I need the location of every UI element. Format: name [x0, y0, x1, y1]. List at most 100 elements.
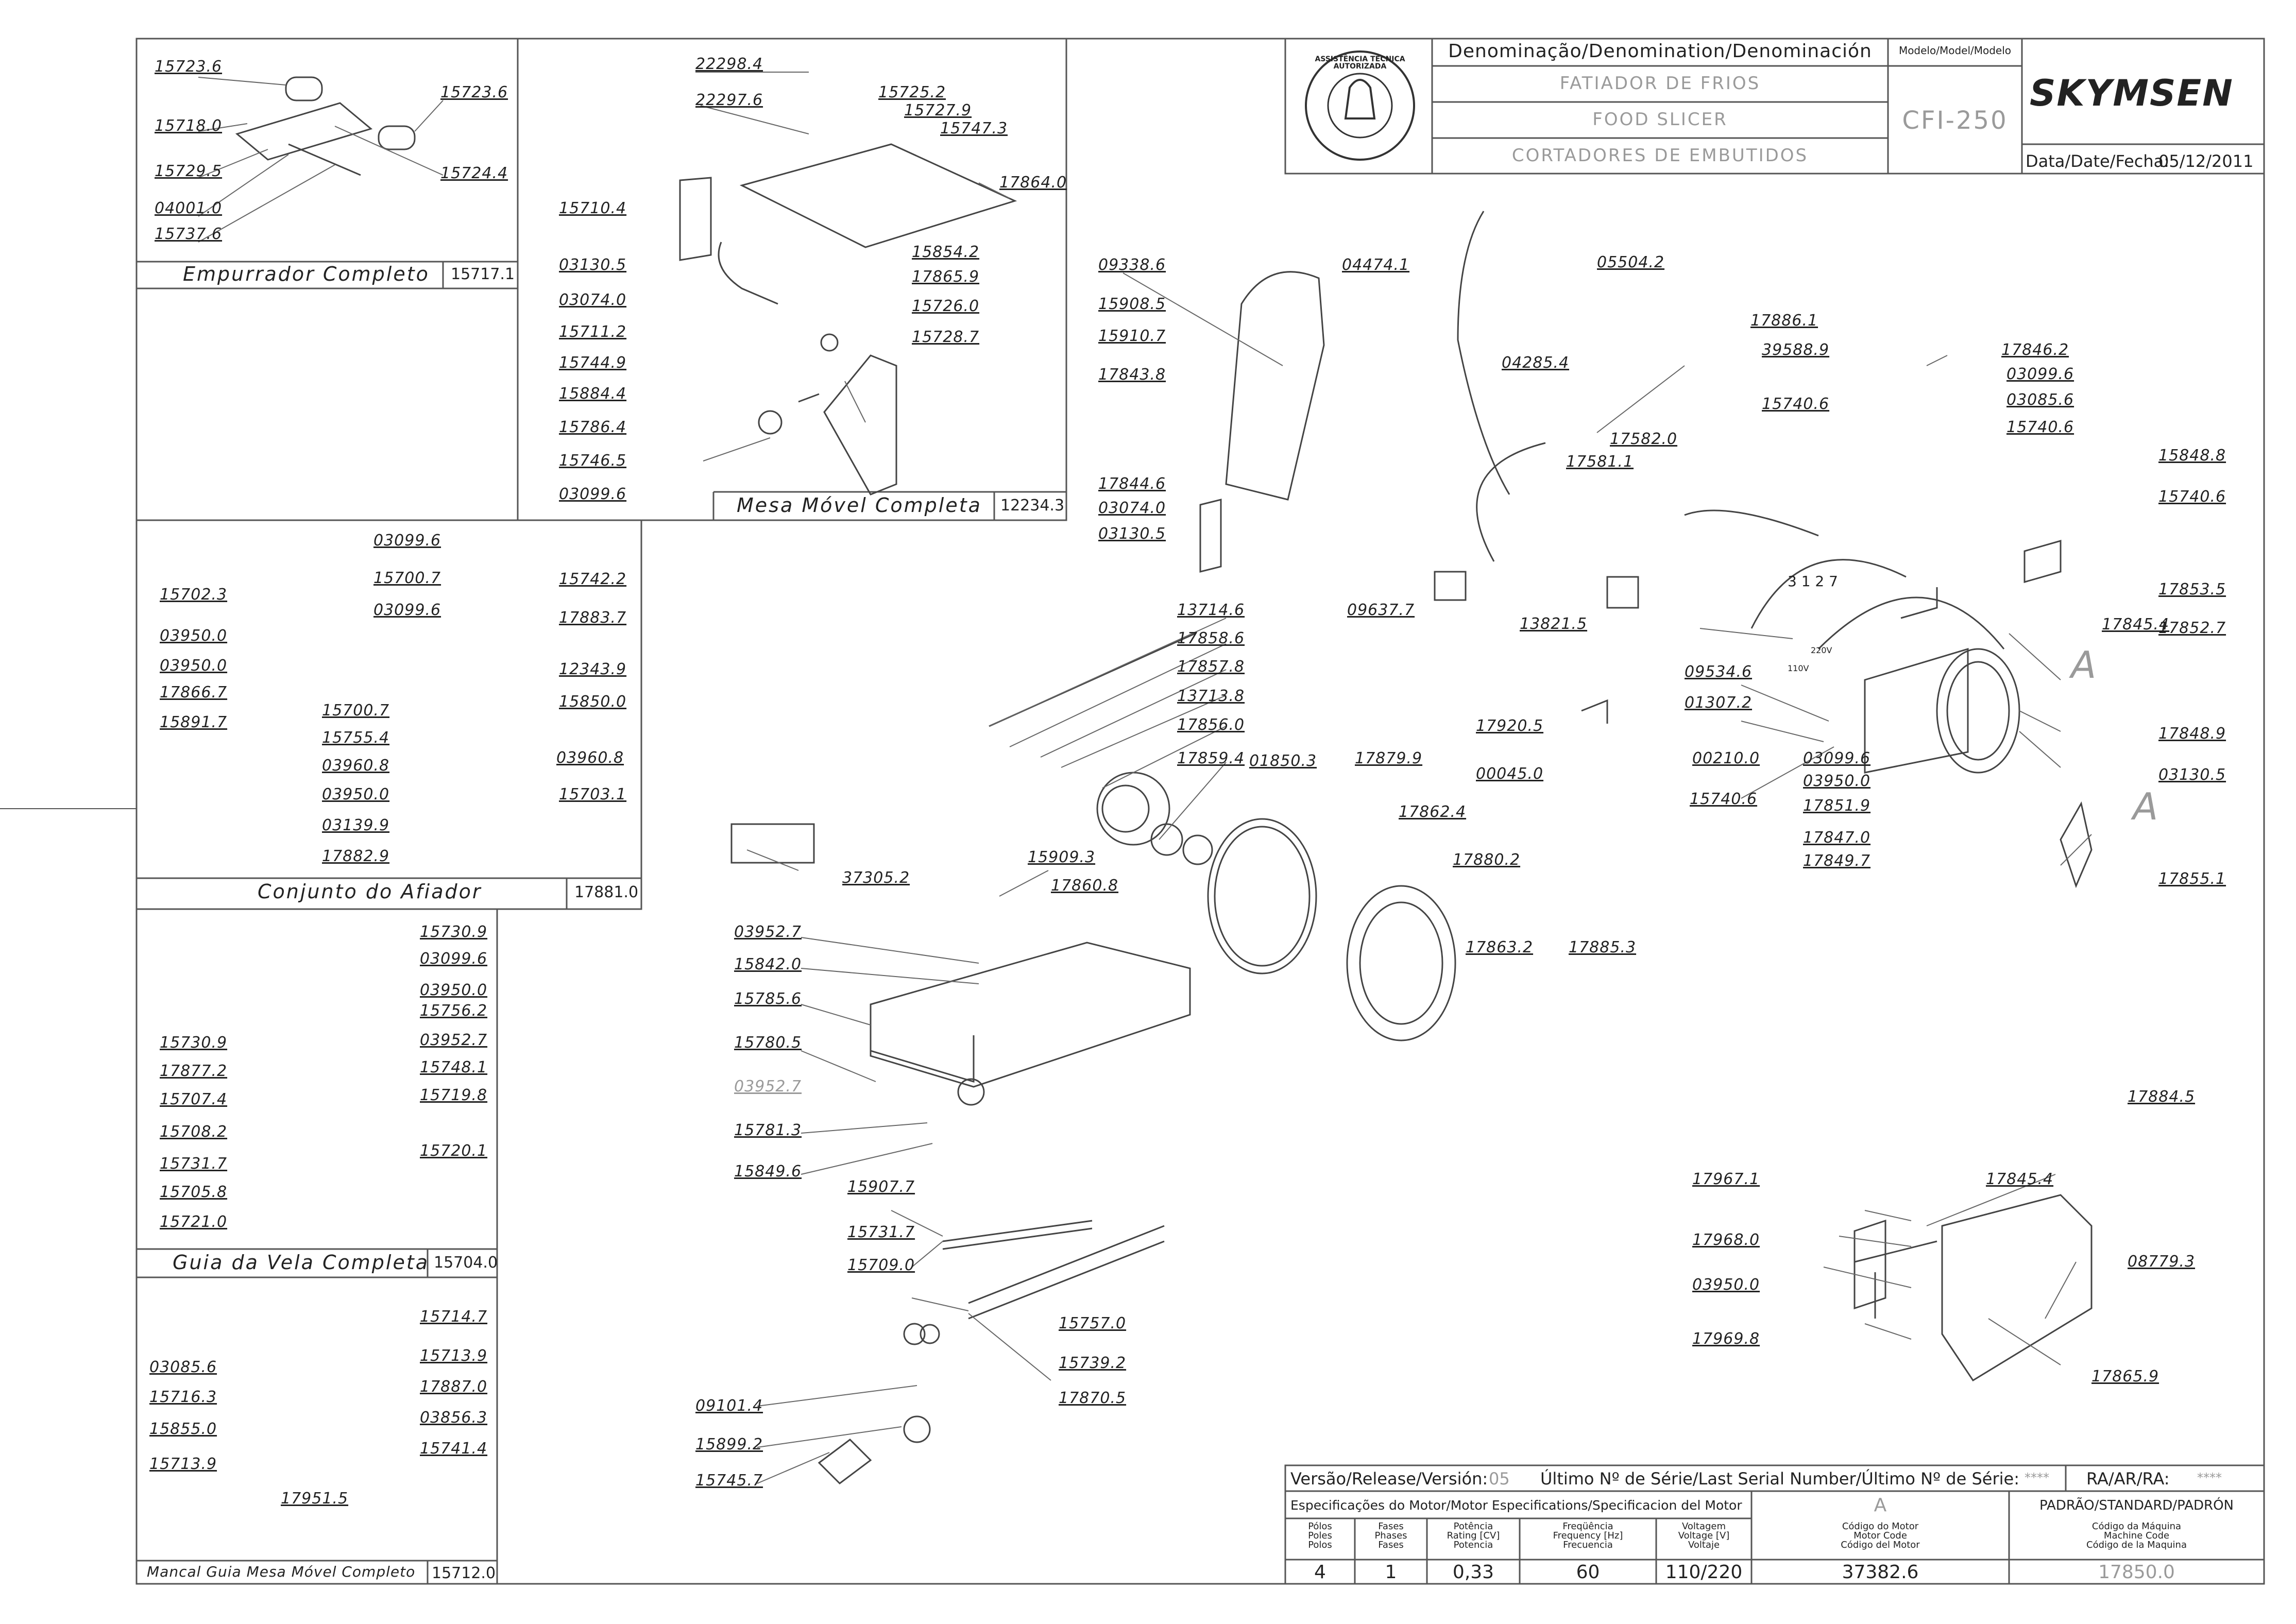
value-rating: 0,33 [1452, 1562, 1494, 1583]
part-label-17879-9: 17879.9 [1355, 749, 1423, 767]
value-phases: 1 [1385, 1562, 1397, 1583]
part-label-15725-2: 15725.2 [878, 83, 946, 101]
brand-logo: SKYMSEN [2030, 72, 2234, 114]
part-label-15710-4: 15710.4 [559, 199, 627, 217]
part-label-17853-5: 17853.5 [2158, 580, 2226, 599]
panel-code-empurrador: 15717.1 [451, 265, 515, 283]
part-label-15908-5: 15908.5 [1098, 295, 1166, 313]
serial-value: **** [2025, 1471, 2049, 1485]
part-label-17969-8: 17969.8 [1692, 1330, 1760, 1348]
part-label-15718-0: 15718.0 [155, 117, 223, 135]
part-label-17887-0: 17887.0 [420, 1378, 488, 1396]
part-label-15854-2: 15854.2 [912, 243, 980, 261]
part-label-15785-6: 15785.6 [734, 990, 802, 1008]
part-label-15741-4: 15741.4 [420, 1440, 488, 1458]
part-label-15891-7: 15891.7 [160, 713, 228, 731]
ra-label: RA/AR/RA: [2086, 1469, 2170, 1489]
part-label-22297-6: 22297.6 [695, 91, 763, 109]
panel-title-mesa: Mesa Móvel Completa [737, 494, 982, 517]
part-label-15786-4: 15786.4 [559, 418, 627, 436]
part-label-15742-2: 15742.2 [559, 570, 627, 588]
version-value: 05 [1489, 1469, 1510, 1489]
model-number: CFI-250 [1902, 106, 2008, 135]
part-label-03960-8: 03960.8 [556, 749, 624, 767]
part-label-15703-1: 15703.1 [559, 785, 627, 804]
part-label-09338-6: 09338.6 [1098, 256, 1166, 274]
part-label-17849-7: 17849.7 [1803, 852, 1871, 870]
part-label-03950-0: 03950.0 [322, 785, 390, 804]
part-label-15740-6: 15740.6 [1762, 395, 1830, 413]
part-label-15907-7: 15907.7 [847, 1178, 915, 1196]
part-label-15850-0: 15850.0 [559, 693, 627, 711]
part-label-15728-7: 15728.7 [912, 328, 980, 346]
part-label-15707-4: 15707.4 [160, 1090, 228, 1108]
part-label-03950-0: 03950.0 [160, 657, 228, 675]
part-label-03950-0: 03950.0 [1692, 1276, 1760, 1294]
name-en: FOOD SLICER [1592, 109, 1728, 130]
part-label-09534-6: 09534.6 [1685, 663, 1753, 681]
part-label-17860-8: 17860.8 [1051, 877, 1119, 895]
part-label-01850-3: 01850.3 [1249, 752, 1317, 770]
panel-code-guia: 15704.0 [434, 1254, 498, 1272]
part-label-15740-6: 15740.6 [2006, 418, 2074, 436]
value-poles: 4 [1314, 1562, 1326, 1583]
part-label-15714-7: 15714.7 [420, 1308, 488, 1326]
part-label-15755-4: 15755.4 [322, 729, 390, 747]
part-label-17582-0: 17582.0 [1610, 430, 1678, 448]
part-label-15727-9: 15727.9 [904, 101, 972, 119]
part-label-17863-2: 17863.2 [1466, 938, 1534, 956]
part-label-04285-4: 04285.4 [1502, 354, 1570, 372]
part-label-17866-7: 17866.7 [160, 683, 228, 702]
motor-spec-label: Especificações do Motor/Motor Especifica… [1290, 1498, 1742, 1513]
voltage-220: 220V [1811, 645, 1832, 655]
part-label-03099-6: 03099.6 [559, 485, 627, 503]
part-label-03139-9: 03139.9 [322, 816, 390, 834]
part-label-15748-1: 15748.1 [420, 1058, 488, 1076]
part-label-15740-6: 15740.6 [2158, 488, 2226, 506]
part-label-15849-6: 15849.6 [734, 1163, 802, 1181]
part-label-15740-6: 15740.6 [1690, 790, 1758, 808]
value-machine-code: 17850.0 [2098, 1562, 2175, 1583]
part-label-03099-6: 03099.6 [373, 532, 441, 550]
panel-code-afiador: 17881.0 [574, 883, 639, 901]
part-label-17951-5: 17951.5 [281, 1490, 349, 1508]
part-label-15729-5: 15729.5 [155, 162, 223, 180]
part-label-15756-2: 15756.2 [420, 1002, 488, 1020]
part-label-17880-2: 17880.2 [1453, 851, 1521, 869]
panel-code-mesa: 12234.3 [1000, 497, 1065, 515]
part-label-17845-4: 17845.4 [2102, 616, 2170, 634]
part-label-15855-0: 15855.0 [149, 1420, 217, 1438]
part-label-15757-0: 15757.0 [1059, 1314, 1127, 1332]
part-label-17865-9: 17865.9 [2091, 1367, 2159, 1386]
part-label-03950-0: 03950.0 [420, 981, 488, 999]
part-label-15781-3: 15781.3 [734, 1121, 802, 1139]
version-label: Versão/Release/Versión: [1290, 1469, 1488, 1489]
part-label-17857-8: 17857.8 [1177, 658, 1245, 676]
part-label-09101-4: 09101.4 [695, 1397, 763, 1415]
part-label-15723-6: 15723.6 [155, 58, 223, 76]
part-label-22298-4: 22298.4 [695, 55, 763, 73]
part-label-15711-2: 15711.2 [559, 323, 627, 341]
part-label-03130-5: 03130.5 [2158, 766, 2226, 784]
part-label-15842-0: 15842.0 [734, 955, 802, 973]
part-label-17885-3: 17885.3 [1569, 938, 1637, 956]
part-label-17870-5: 17870.5 [1059, 1389, 1127, 1407]
part-label-15899-2: 15899.2 [695, 1435, 763, 1454]
part-label-03952-7: 03952.7 [734, 1078, 802, 1096]
part-label-15726-0: 15726.0 [912, 297, 980, 315]
part-label-03099-6: 03099.6 [1803, 749, 1871, 767]
part-label-17845-4: 17845.4 [1986, 1170, 2054, 1188]
part-label-03952-7: 03952.7 [734, 923, 802, 941]
part-label-17856-0: 17856.0 [1177, 716, 1245, 734]
part-label-17968-0: 17968.0 [1692, 1231, 1760, 1249]
part-label-17859-4: 17859.4 [1177, 749, 1245, 767]
part-label-17883-7: 17883.7 [559, 609, 627, 627]
part-label-15737-6: 15737.6 [155, 225, 223, 243]
model-header: Modelo/Model/Modelo [1898, 44, 2012, 57]
part-label-00210-0: 00210.0 [1692, 749, 1760, 767]
part-label-13821-5: 13821.5 [1520, 615, 1588, 633]
value-frequency: 60 [1576, 1562, 1600, 1583]
part-label-17882-9: 17882.9 [322, 847, 390, 865]
part-label-17858-6: 17858.6 [1177, 629, 1245, 647]
